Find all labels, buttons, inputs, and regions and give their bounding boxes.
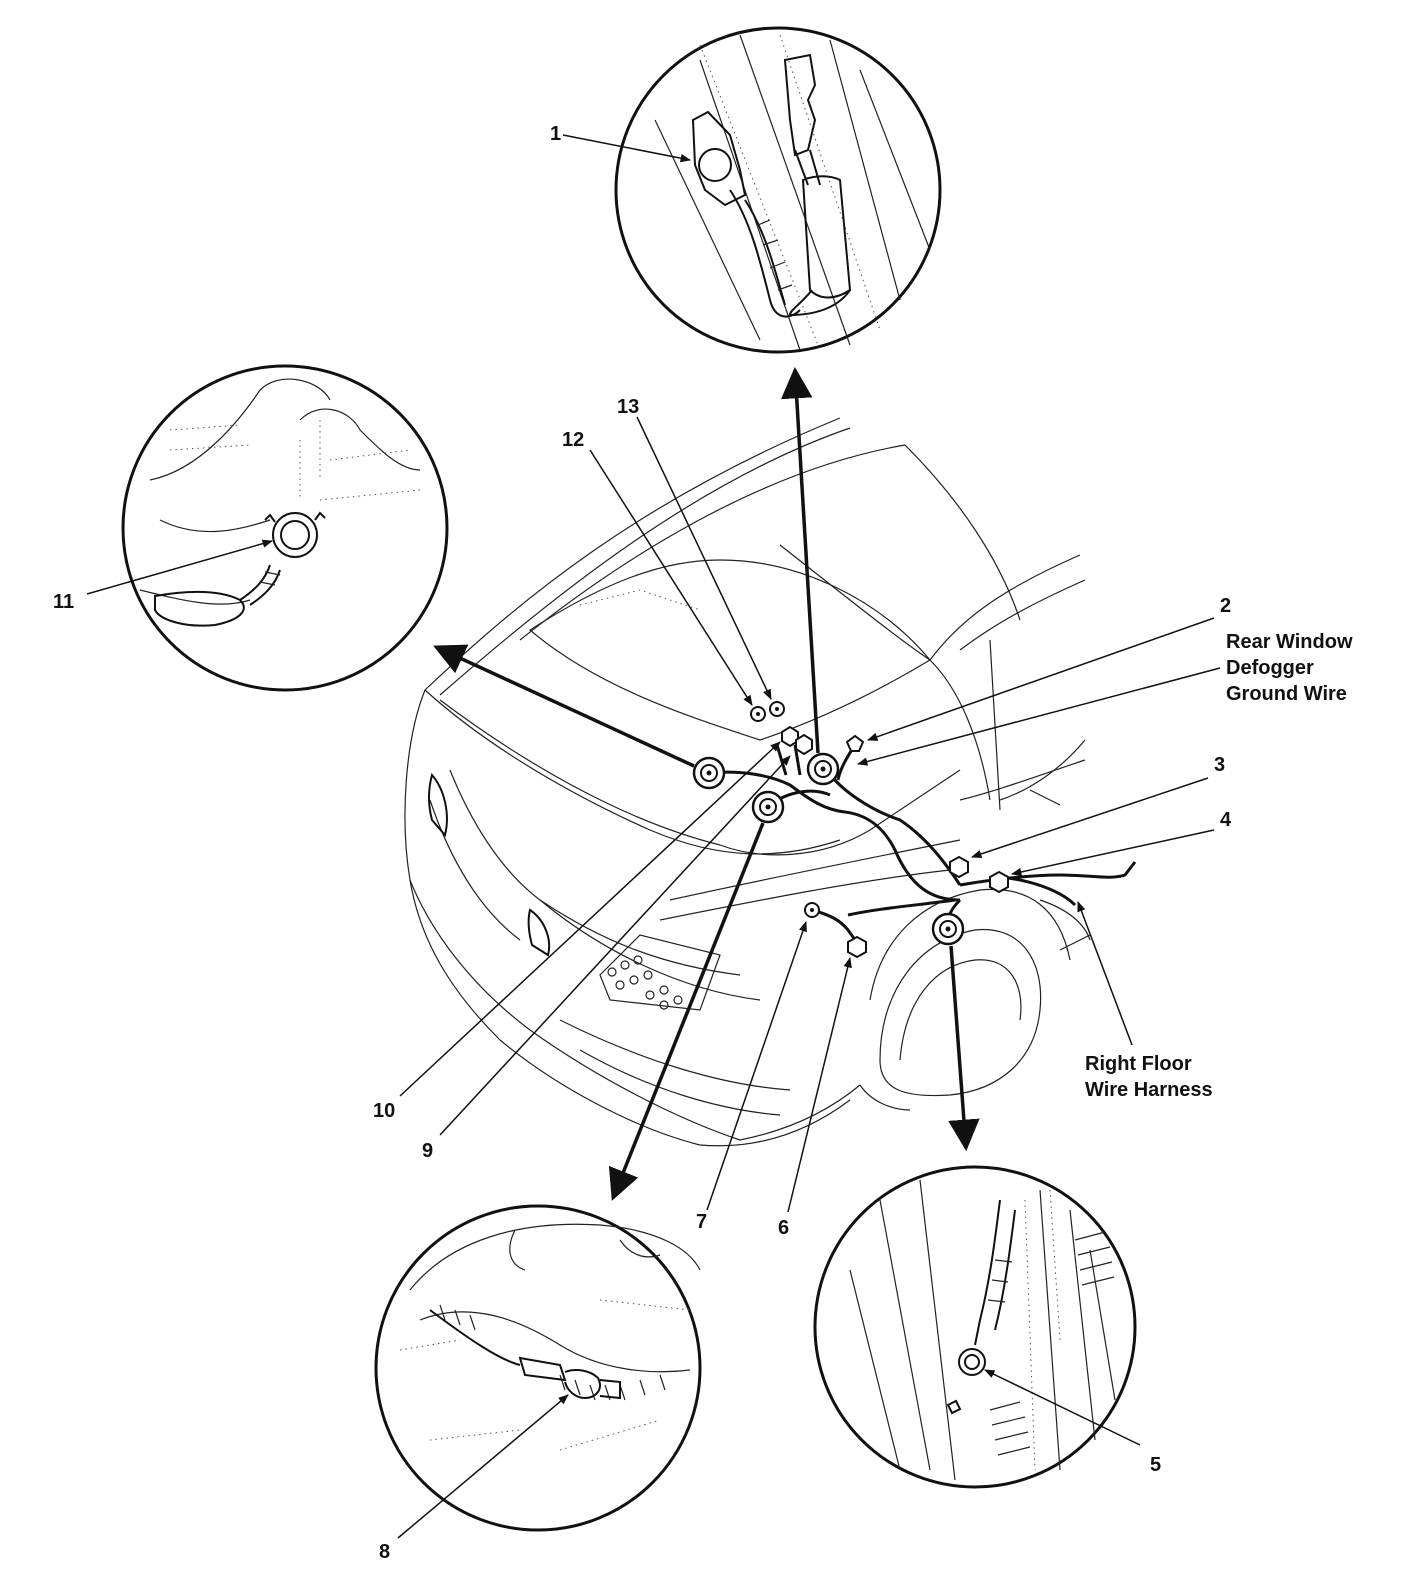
callout-5: 5 xyxy=(1150,1454,1161,1476)
label-right-floor-wire-harness: Right Floor Wire Harness xyxy=(1085,1053,1213,1101)
marker-top-window xyxy=(806,752,840,786)
marker-right-quarter xyxy=(931,912,965,946)
callout-2: 2 xyxy=(1220,595,1231,617)
label-rear-window-defogger-ground-wire: Rear Window Defogger Ground Wire xyxy=(1226,631,1353,705)
label-line: Defogger xyxy=(1226,657,1314,679)
label-line: Wire Harness xyxy=(1085,1079,1213,1101)
leader-lines xyxy=(86,134,1221,1539)
callout-9: 9 xyxy=(422,1140,433,1162)
label-line: Ground Wire xyxy=(1226,683,1347,705)
marker-left-trunk xyxy=(692,756,726,790)
detail-view-8 xyxy=(374,1204,702,1532)
detail-arrows xyxy=(433,366,980,1201)
callout-7: 7 xyxy=(696,1211,707,1233)
callout-12: 12 xyxy=(562,429,584,451)
location-markers xyxy=(692,752,965,946)
callout-4: 4 xyxy=(1220,809,1232,831)
ground-bolts xyxy=(750,701,820,918)
label-line: Right Floor xyxy=(1085,1053,1192,1075)
detail-view-1 xyxy=(614,26,942,354)
callout-11: 11 xyxy=(53,591,74,613)
wire-harness xyxy=(709,744,1137,945)
detail-view-11 xyxy=(121,364,449,692)
connectors xyxy=(781,725,1009,959)
callout-3: 3 xyxy=(1214,754,1225,776)
detail-view-5 xyxy=(813,1165,1137,1489)
callout-numbers: 1 2 3 4 5 6 7 8 9 10 11 12 13 xyxy=(53,123,1232,1563)
callout-8: 8 xyxy=(379,1541,390,1563)
callout-13: 13 xyxy=(617,396,639,418)
car-body xyxy=(404,417,1091,1147)
callout-10: 10 xyxy=(373,1100,395,1122)
marker-center-trunk xyxy=(751,790,785,824)
license-lamp-dots xyxy=(607,955,683,1010)
callout-6: 6 xyxy=(778,1217,789,1239)
callout-1: 1 xyxy=(550,123,561,145)
label-line: Rear Window xyxy=(1226,631,1353,653)
